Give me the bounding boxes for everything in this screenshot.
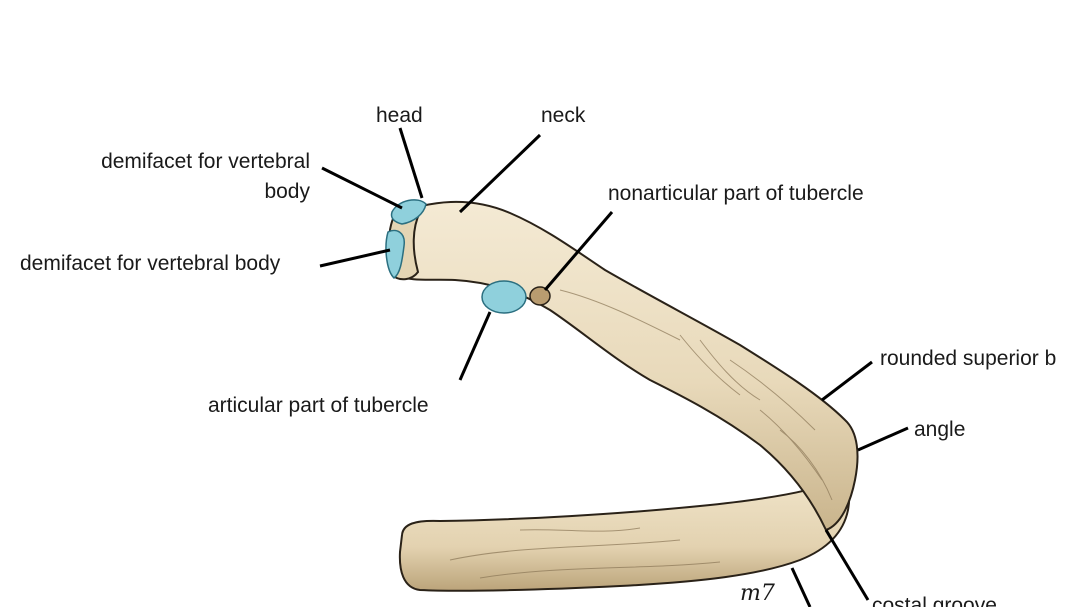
leader-neck — [458, 133, 542, 214]
leader-rounded-superior — [821, 360, 873, 402]
label-costal-groove: costal groove — [872, 594, 997, 607]
leader-demifacet-top — [321, 166, 403, 210]
leader-nonarticular — [543, 211, 614, 291]
label-neck: neck — [541, 104, 586, 127]
label-demifacet-top-line2: body — [264, 180, 310, 203]
label-demifacet-top-line1: demifacet for vertebral — [101, 150, 310, 173]
demifacet-lower — [385, 229, 405, 279]
tubercle-nonarticular — [529, 286, 551, 306]
label-head: head — [376, 104, 423, 127]
rib-shading — [449, 289, 833, 579]
label-rounded-superior: rounded superior b — [880, 347, 1057, 370]
leader-articular — [458, 311, 492, 381]
rib-posterior-shaft — [393, 200, 859, 532]
leader-demifacet-bottom — [319, 248, 391, 268]
rib-anterior-shaft — [398, 480, 851, 592]
leader-angle — [857, 426, 909, 452]
leader-head — [398, 127, 424, 199]
leader-lines — [319, 127, 909, 607]
tubercle-articular-facet — [481, 280, 527, 314]
label-articular: articular part of tubercle — [208, 394, 429, 417]
label-nonarticular: nonarticular part of tubercle — [608, 182, 864, 205]
leader-costal-groove-1 — [824, 529, 870, 601]
artist-signature: m7 — [740, 581, 775, 606]
label-angle: angle — [914, 418, 966, 441]
leader-costal-groove-2 — [790, 567, 812, 607]
label-demifacet-bottom: demifacet for vertebral body — [20, 252, 281, 275]
